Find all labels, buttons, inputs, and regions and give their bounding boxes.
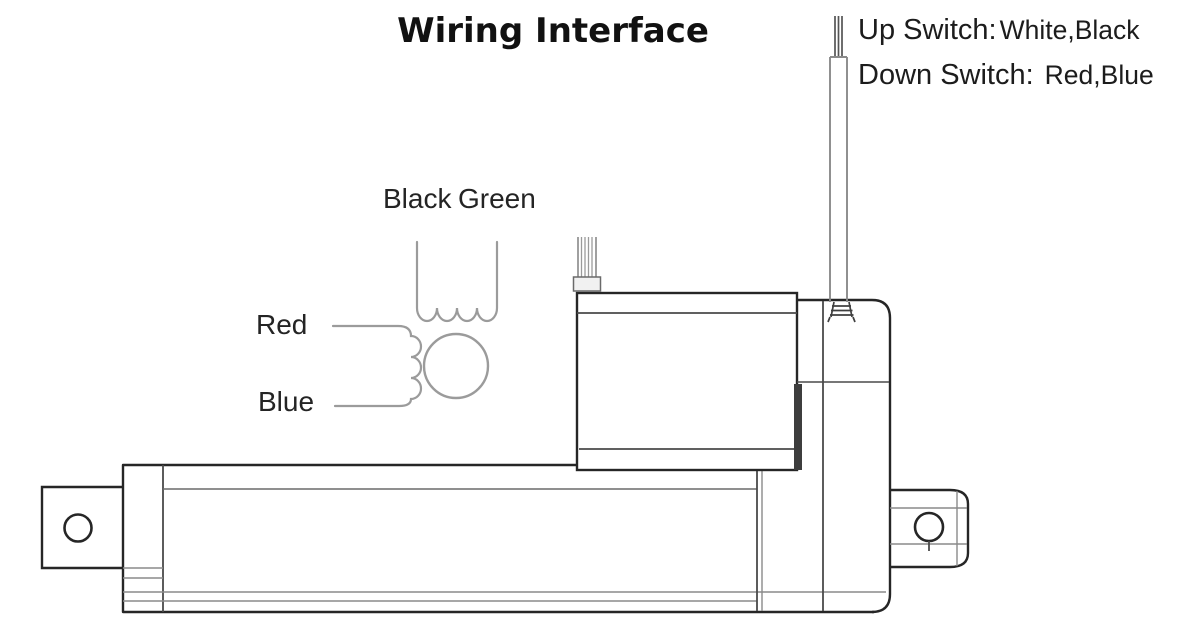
motor-symbol-circle [422,332,490,400]
gear-housing-outline [797,298,892,614]
right-mount-tab [890,488,970,569]
black-green-winding [415,240,499,323]
motor-wiring-symbol [331,240,499,408]
page-title: Wiring Interface [397,11,709,51]
switch-wire-legend: Up Switch: White,Black Down Switch: Red,… [858,14,1154,104]
cable-clamp [827,301,856,323]
wire-label-green: Green [458,183,536,214]
red-blue-winding [331,324,423,408]
switch-wire [827,16,856,323]
left-mount-hole [63,513,93,543]
wire-label-blue: Blue [258,386,315,417]
down-switch-label: Down Switch: [858,59,1034,91]
clamp-foot [852,316,856,323]
motor-housing-edge-shadow [794,384,802,470]
actuator-body [121,463,886,614]
down-switch-wire-colors: Red,Blue [1044,60,1154,90]
wire-insulation [829,56,848,302]
down-switch-row: Down Switch: Red,Blue [858,59,1154,104]
right-mount-hole [913,511,945,543]
clamp-foot [827,316,831,323]
up-switch-row: Up Switch: White,Black [858,14,1154,59]
wire-label-red: Red [256,309,308,340]
left-mount-tab [40,485,123,570]
body-outline [121,463,874,614]
left-tab-outline [40,485,123,570]
cable-entry-bracket [572,276,602,292]
motor-housing-outline [575,291,799,472]
right-tab-outline [890,488,970,569]
gear-housing [797,298,892,614]
wire-label-black: Black [383,183,452,214]
up-switch-wire-colors: White,Black [999,15,1140,45]
motor-cable-bundle [572,237,602,292]
up-switch-label: Up Switch: [858,14,997,46]
motor-housing [575,291,802,472]
